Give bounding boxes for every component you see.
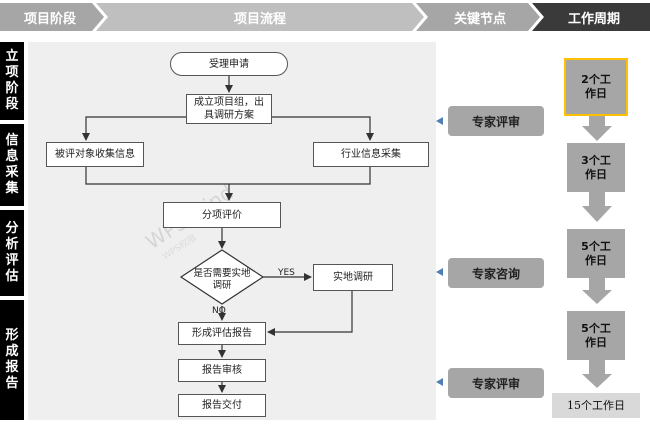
flow-form-team: 成立项目组，出具调研方案 xyxy=(186,94,272,124)
flow-evaluate: 分项评价 xyxy=(163,202,281,228)
down-arrow-icon xyxy=(582,360,612,388)
down-arrow-icon xyxy=(582,116,612,141)
arrow-left-icon xyxy=(436,378,443,386)
flow-site-survey: 实地调研 xyxy=(313,264,393,291)
header-bar xyxy=(0,3,650,31)
key-node-expert-review-1: 专家评审 xyxy=(448,106,544,136)
header-chevron-key xyxy=(416,3,540,31)
header-chevron-phase xyxy=(0,3,104,31)
flow-report-delivery: 报告交付 xyxy=(178,394,266,417)
decision-diamond xyxy=(179,249,265,305)
flow-report-review: 报告审核 xyxy=(178,359,266,382)
header-flow: 项目流程 xyxy=(233,11,286,27)
flow-yes-label: YES xyxy=(278,268,295,278)
down-arrow-icon xyxy=(582,192,612,222)
arrow-left-icon xyxy=(436,268,443,276)
flow-collect-industry-info: 行业信息采集 xyxy=(313,142,429,167)
flow-start-accept: 受理申请 xyxy=(170,52,288,76)
header-phase: 项目阶段 xyxy=(23,11,76,27)
flow-no-label: NO xyxy=(212,306,226,316)
phase-analysis: 分析评估 xyxy=(0,210,24,296)
key-node-expert-review-2: 专家评审 xyxy=(448,368,544,398)
period-initiation: 2个工作日 xyxy=(564,58,628,116)
header-key-nodes: 关键节点 xyxy=(453,11,506,27)
phase-report: 形成报告 xyxy=(0,300,24,420)
flow-form-report: 形成评估报告 xyxy=(178,322,266,345)
period-analysis: 5个工作日 xyxy=(567,229,625,278)
header-period: 工作周期 xyxy=(567,11,620,27)
header-chevron-period xyxy=(532,3,650,31)
phase-info-collection: 信息采集 xyxy=(0,124,24,206)
period-info-collection: 3个工作日 xyxy=(567,143,625,192)
flow-decision-label: 是否需要实地调研 xyxy=(193,268,251,291)
header-chevron-flow xyxy=(96,3,424,31)
period-total: 15个工作日 xyxy=(552,393,640,418)
phase-initiation: 立项阶段 xyxy=(0,42,24,120)
flow-collect-target-info: 被评对象收集信息 xyxy=(46,142,144,167)
down-arrow-icon xyxy=(582,278,612,304)
period-report: 5个工作日 xyxy=(567,311,625,360)
arrow-left-icon xyxy=(436,117,443,125)
key-node-expert-consult: 专家咨询 xyxy=(448,258,544,288)
